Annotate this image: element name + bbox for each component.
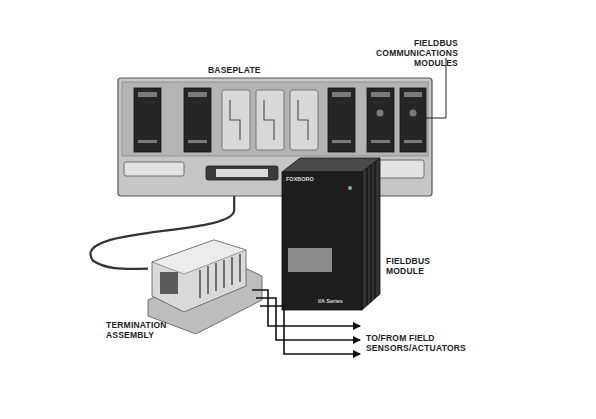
- callout-label: FIELDBUS COMMUNICATIONS MODULES: [330, 38, 458, 68]
- comm-module: [134, 88, 161, 152]
- termination-block: [152, 240, 246, 312]
- status-led: [348, 186, 352, 190]
- module-side: [362, 158, 380, 310]
- terminal-strip: [200, 254, 240, 298]
- node-label: BASEPLATE: [208, 65, 328, 75]
- slot-connector-pins: [230, 100, 308, 140]
- baseplate: BASEPLATE: [118, 78, 432, 196]
- connector-face: [216, 169, 268, 177]
- baseplate-slot-row: [122, 82, 428, 156]
- termination-assembly: TERMINATION ASSEMBLY: [148, 238, 262, 334]
- comm-module: [400, 88, 426, 152]
- comm-module: [184, 88, 211, 152]
- node-label: FIELDBUS MODULE: [386, 256, 450, 276]
- module-label-plate: [288, 248, 332, 272]
- callout-label: TO/FROM FIELD SENSORS/ACTUATORS: [366, 333, 466, 353]
- brand-mark: FOXBORO: [286, 176, 326, 183]
- termination-connector: [160, 272, 178, 294]
- series-mark: I/A Series: [318, 298, 358, 305]
- field-arrows: [252, 290, 360, 354]
- empty-slot-group: [222, 90, 318, 150]
- node-label: TERMINATION ASSEMBLY: [106, 320, 172, 340]
- cable-connector: [90, 196, 234, 269]
- comm-module: [367, 88, 394, 152]
- module-fins: [367, 162, 375, 305]
- module-front: [282, 172, 362, 310]
- baseplate-body: [118, 78, 432, 196]
- baseplate-connector: [124, 162, 184, 176]
- comm-module: [328, 88, 355, 152]
- baseplate-connector: [206, 166, 278, 180]
- module-group: [134, 88, 426, 152]
